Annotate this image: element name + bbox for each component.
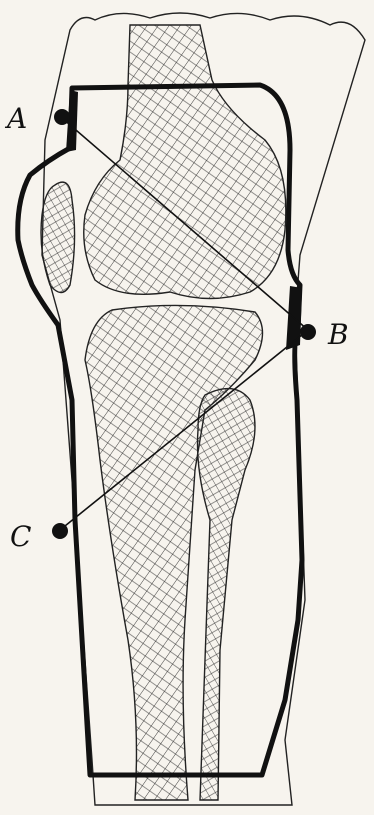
femur-bone (84, 25, 286, 299)
point-a-label: A (4, 102, 27, 135)
point-b-label: B (327, 318, 349, 351)
point-b-dot (300, 324, 316, 340)
point-c-label: C (10, 520, 31, 553)
tibia-bone (85, 305, 263, 800)
fibula-bone (198, 389, 255, 800)
point-a-dot (54, 109, 70, 125)
point-c-dot (52, 523, 68, 539)
patella-bone (41, 182, 75, 292)
